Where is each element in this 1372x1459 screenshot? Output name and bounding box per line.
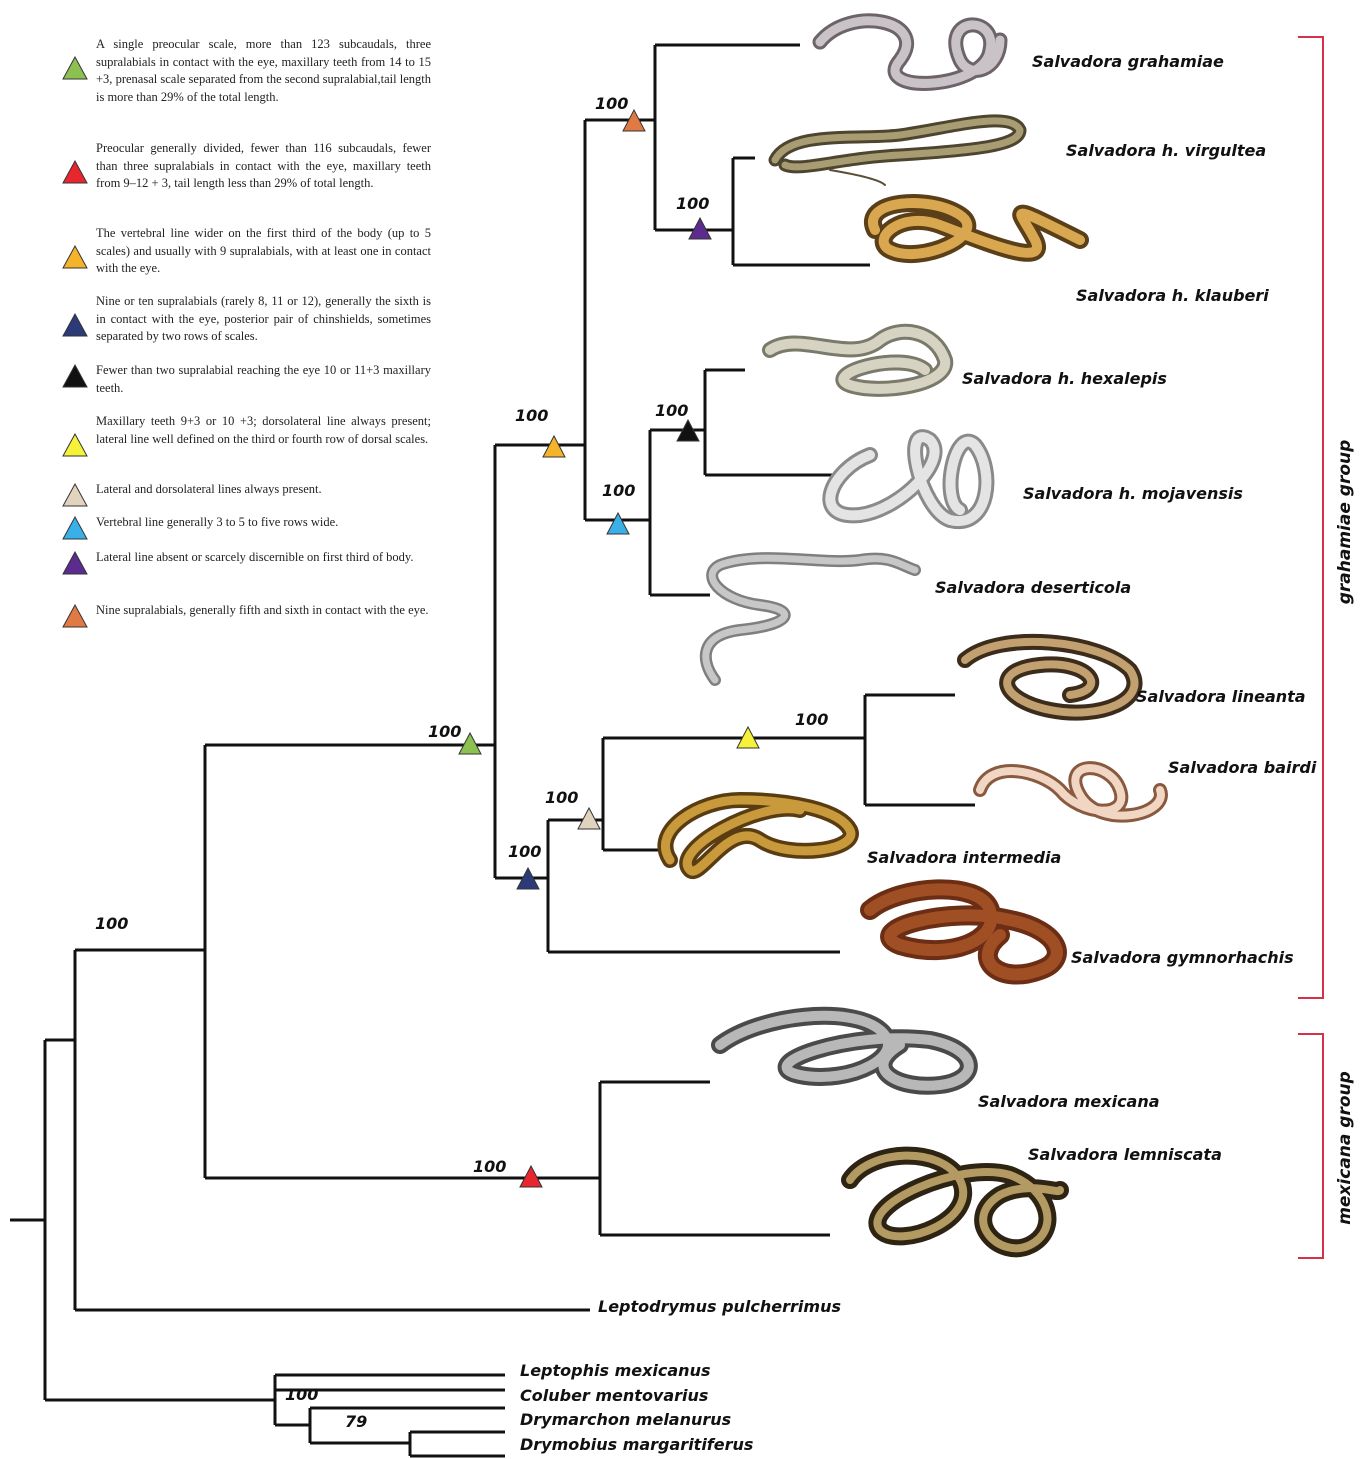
- snake-image-deserticola: [706, 558, 915, 680]
- taxon-label: Salvadora grahamiae: [1032, 52, 1224, 71]
- support-value: 100: [473, 1157, 506, 1176]
- taxon-label: Salvadora h. hexalepis: [962, 369, 1167, 388]
- support-value: 100: [285, 1385, 318, 1404]
- taxon-label: Leptophis mexicanus: [520, 1361, 710, 1380]
- support-value: 100: [508, 842, 541, 861]
- group-brackets: [1298, 37, 1323, 1258]
- taxon-label: Salvadora lemniscata: [1028, 1145, 1222, 1164]
- node-marker-sky: [607, 513, 629, 534]
- taxon-label: Salvadora bairdi: [1168, 758, 1317, 777]
- support-value: 100: [655, 401, 688, 420]
- group-label-mexicana: mexicana group: [1335, 1071, 1355, 1225]
- snake-image-hexalepis: [770, 332, 945, 389]
- snake-image-lemniscata: [850, 1156, 1060, 1249]
- taxon-label: Salvadora lineanta: [1136, 687, 1306, 706]
- support-value: 100: [545, 788, 578, 807]
- snake-image-virgultea: [775, 121, 1020, 185]
- support-value: 100: [428, 722, 461, 741]
- taxon-label: Salvadora h. klauberi: [1076, 286, 1269, 305]
- snake-image-grahamiae: [820, 21, 1000, 84]
- mexicana-bracket: [1298, 1034, 1323, 1258]
- snake-image-bairdi: [980, 768, 1161, 816]
- taxon-label: Salvadora deserticola: [935, 578, 1131, 597]
- support-value: 100: [795, 710, 828, 729]
- taxon-label: Salvadora intermedia: [867, 848, 1061, 867]
- support-value: 100: [676, 194, 709, 213]
- grahamiae-bracket: [1298, 37, 1323, 998]
- snake-illustrations: [665, 21, 1161, 1248]
- support-value: 100: [595, 94, 628, 113]
- snake-image-mexicana: [720, 1016, 969, 1086]
- snake-image-lineanta: [965, 642, 1135, 713]
- taxon-label: Coluber mentovarius: [520, 1386, 708, 1405]
- support-value: 79: [345, 1412, 367, 1431]
- snake-image-klauberi: [873, 203, 1080, 254]
- snake-image-intermedia: [665, 800, 851, 871]
- snake-image-mojavensis: [830, 437, 986, 521]
- support-value: 100: [602, 481, 635, 500]
- node-markers: [459, 110, 759, 1187]
- support-value: 100: [515, 406, 548, 425]
- taxon-label: Salvadora h. mojavensis: [1023, 484, 1243, 503]
- taxon-label: Salvadora mexicana: [978, 1092, 1160, 1111]
- taxon-label: Leptodrymus pulcherrimus: [598, 1297, 841, 1316]
- taxon-label: Salvadora h. virgultea: [1066, 141, 1266, 160]
- group-label-grahamiae: grahamiae group: [1335, 440, 1355, 605]
- tree-branches: [10, 45, 975, 1456]
- support-value: 100: [95, 914, 128, 933]
- taxon-label: Drymarchon melanurus: [520, 1410, 731, 1429]
- snake-image-gymnorhachis: [870, 889, 1057, 974]
- taxon-label: Drymobius margaritiferus: [520, 1435, 753, 1454]
- taxon-label: Salvadora gymnorhachis: [1071, 948, 1294, 967]
